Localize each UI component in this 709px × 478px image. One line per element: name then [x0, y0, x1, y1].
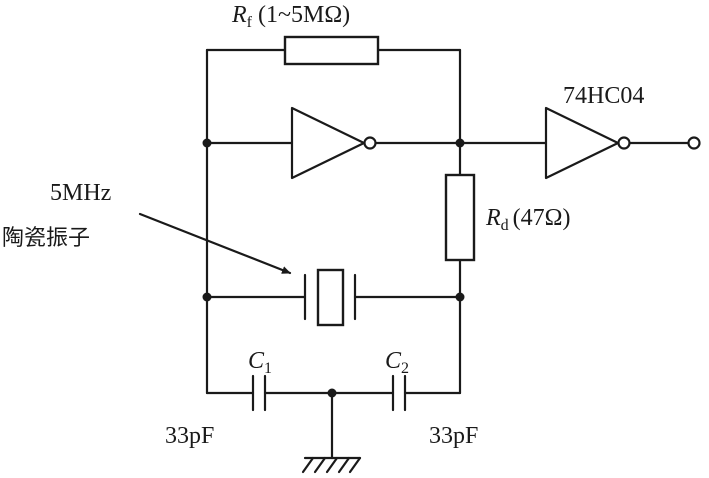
inverter-gate-2 — [544, 106, 631, 180]
junction-dots — [202, 138, 465, 398]
c2-label: C2 — [385, 348, 409, 377]
c1-label: C1 — [248, 348, 272, 377]
resonator-pointer-arrow — [138, 212, 292, 275]
rf-resistor — [283, 35, 380, 66]
output-terminal — [687, 136, 701, 150]
junction-dot — [202, 292, 212, 302]
rf-label: Rf(1~5MΩ) — [231, 2, 350, 31]
c2-value-label: 33pF — [429, 423, 478, 449]
wires — [205, 48, 690, 460]
capacitor-c2 — [391, 374, 407, 412]
junction-dot — [455, 138, 465, 148]
ground-icon — [301, 456, 362, 474]
ic-label: 74HC04 — [563, 83, 644, 109]
ceramic-resonator — [303, 268, 357, 327]
rd-resistor — [444, 173, 476, 262]
c1-value-label: 33pF — [165, 423, 214, 449]
capacitor-c1 — [251, 374, 267, 412]
rd-label: Rd(47Ω) — [485, 205, 571, 234]
junction-dot — [202, 138, 212, 148]
inverter-gate-1 — [290, 106, 377, 180]
crystal-frequency-label: 5MHz — [50, 180, 111, 206]
junction-dot — [327, 388, 337, 398]
junction-dot — [455, 292, 465, 302]
crystal-type-label: 陶瓷振子 — [2, 226, 90, 251]
